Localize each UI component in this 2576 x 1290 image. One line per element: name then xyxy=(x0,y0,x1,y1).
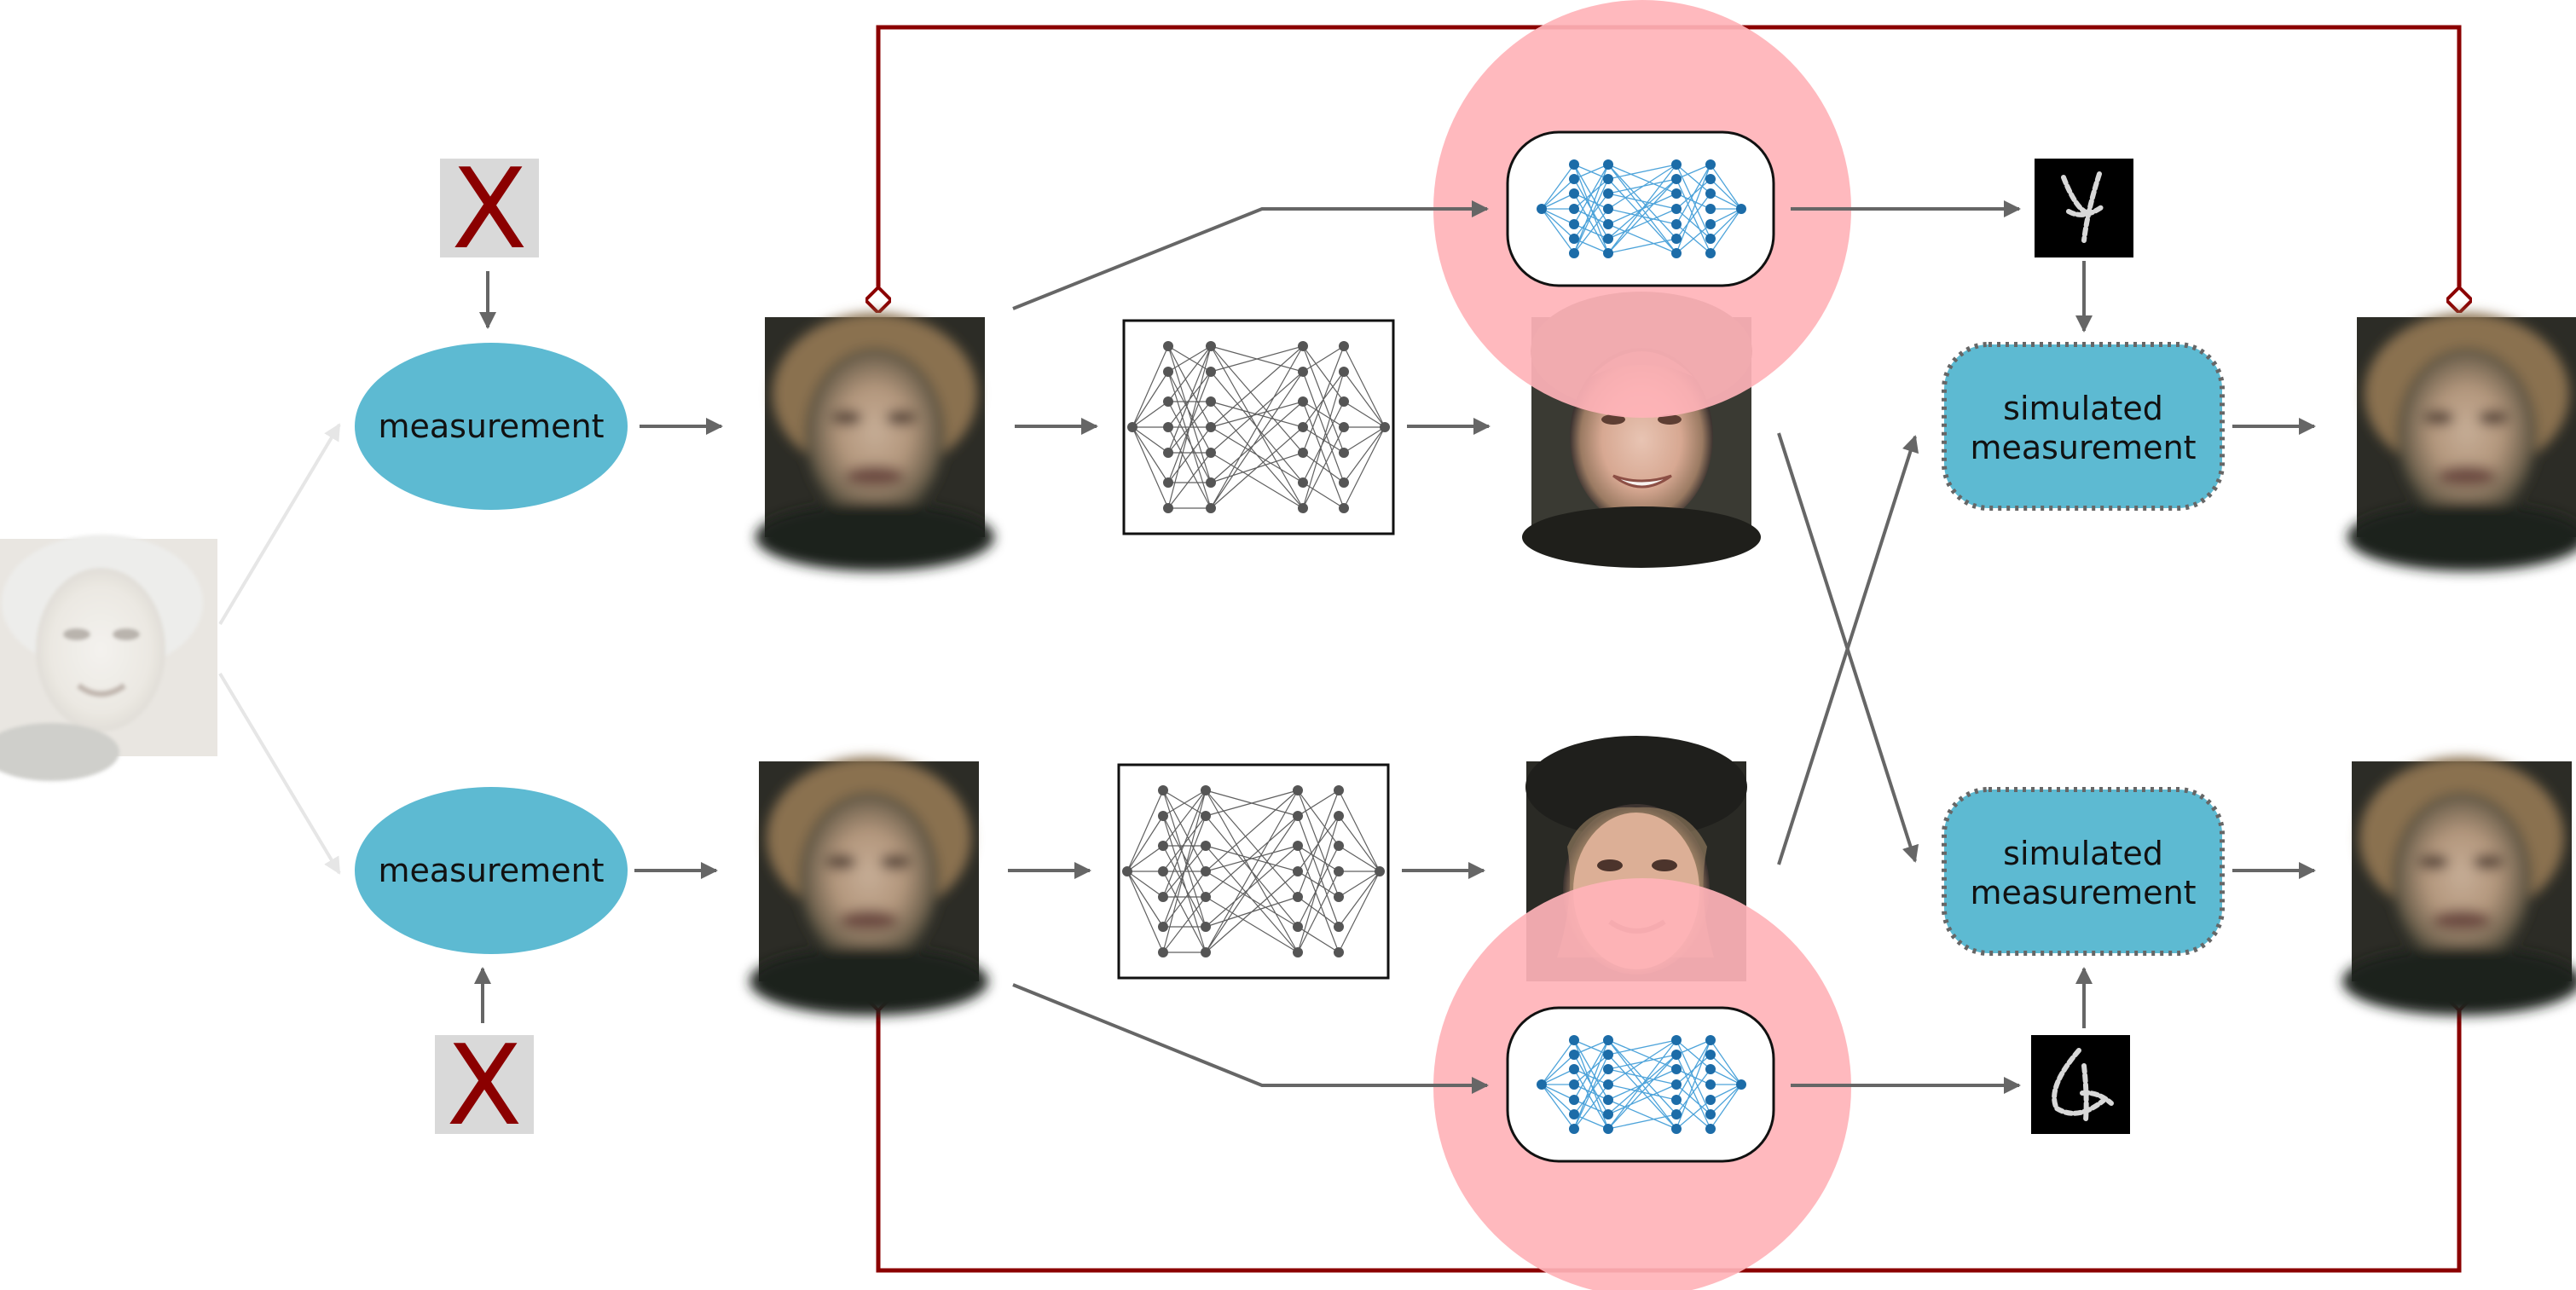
svg-text:measurement: measurement xyxy=(378,852,604,889)
output-blurred-face-image-bottom xyxy=(2342,757,2576,1015)
arrow-recon-bottom-to-sim-top xyxy=(1777,435,1919,865)
source-face-image xyxy=(0,535,217,781)
arrow-source-to-bottom xyxy=(218,672,341,875)
measurement-node-top: measurement xyxy=(355,343,628,510)
simulated-measurement-node-bottom: simulated measurement xyxy=(1942,787,2225,956)
simulated-measurement-node-top: simulated measurement xyxy=(1942,342,2225,511)
svg-text:measurement: measurement xyxy=(378,408,604,445)
cross-mark-top: X xyxy=(440,144,539,274)
svg-text:measurement: measurement xyxy=(1970,874,2196,911)
measurement-node-bottom: measurement xyxy=(355,787,628,954)
arrow-source-to-top xyxy=(218,423,341,626)
digit-image-bottom xyxy=(2031,1035,2130,1134)
generator-network-top xyxy=(1506,130,1775,287)
blurred-face-image-top xyxy=(755,313,994,571)
arrow-blurred-to-generator-bottom xyxy=(1012,983,1489,1094)
reconstruction-network-top xyxy=(1122,319,1395,535)
digit-image-top xyxy=(2035,159,2133,257)
reconstruction-network-bottom xyxy=(1117,763,1390,980)
svg-text:measurement: measurement xyxy=(1970,429,2196,466)
cross-mark-bottom: X xyxy=(435,1021,534,1150)
svg-text:simulated: simulated xyxy=(2003,390,2163,427)
svg-text:X: X xyxy=(446,1021,522,1150)
arrow-blurred-to-generator-top xyxy=(1012,200,1489,310)
generator-network-bottom xyxy=(1506,1006,1775,1163)
svg-text:X: X xyxy=(451,144,527,274)
output-blurred-face-image-top xyxy=(2347,313,2576,571)
blurred-face-image-bottom xyxy=(750,757,988,1015)
svg-text:simulated: simulated xyxy=(2003,835,2163,872)
